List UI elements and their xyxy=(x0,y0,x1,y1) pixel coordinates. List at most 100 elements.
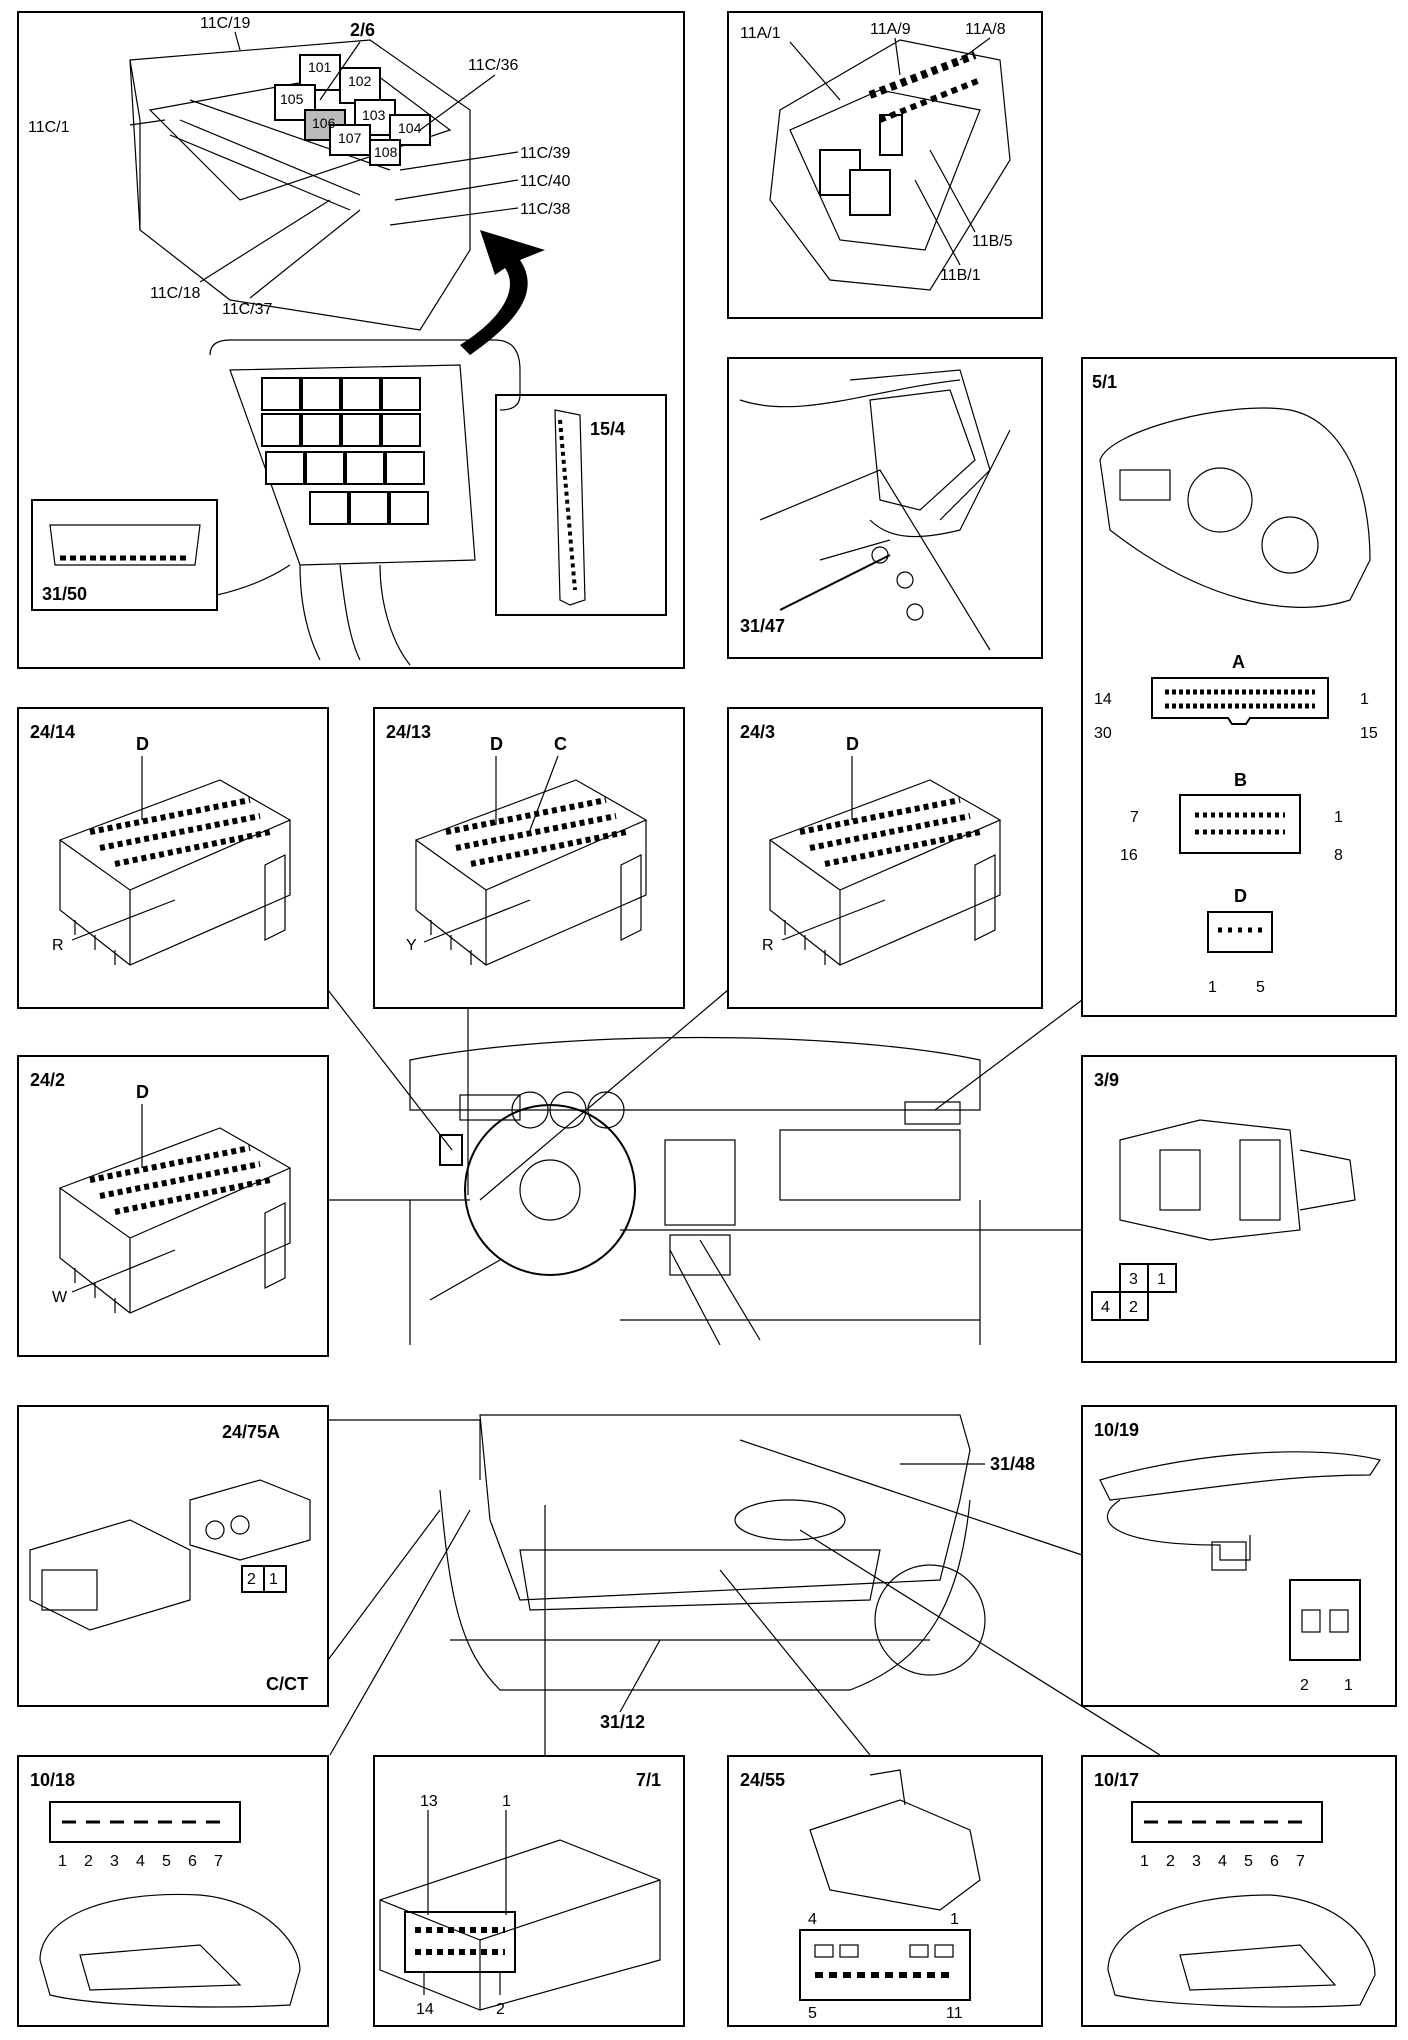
panel-7-1: 7/1 13 1 14 2 xyxy=(373,1755,685,2027)
panel-24-2-title: 24/2 xyxy=(30,1070,65,1090)
pin-a-30: 30 xyxy=(1094,725,1112,742)
panel-24-55: 24/55 4 1 5 11 xyxy=(727,1755,1043,2027)
connector-d xyxy=(1207,911,1273,953)
label-11b-5: 11B/5 xyxy=(972,233,1013,250)
connector-b-title: B xyxy=(1234,770,1247,790)
pin-24-55-1: 1 xyxy=(950,1911,959,1928)
panel-10-19: 10/19 2 1 xyxy=(1081,1405,1397,1707)
label-y: Y xyxy=(406,937,417,954)
pin-10-17-3: 3 xyxy=(1192,1853,1201,1870)
panel-24-13-title: 24/13 xyxy=(386,722,431,742)
panel-10-18-title: 10/18 xyxy=(30,1770,75,1790)
pin-10-18-7: 7 xyxy=(214,1853,223,1870)
panel-5-1-title: 5/1 xyxy=(1092,372,1117,392)
pin-2: 2 xyxy=(1129,1299,1138,1316)
panel-7-1-title: 7/1 xyxy=(636,1770,661,1790)
pin-10-18-2: 2 xyxy=(84,1853,93,1870)
dashboard-illustration xyxy=(409,1036,981,1346)
pin-24-55-11: 11 xyxy=(946,2005,963,2022)
subpanel-15-4: 15/4 xyxy=(495,394,667,616)
pin-b-8: 8 xyxy=(1334,847,1343,864)
label-d: D xyxy=(136,734,149,754)
label-11c-38: 11C/38 xyxy=(520,201,571,218)
subpanel-31-50-title: 31/50 xyxy=(42,584,87,604)
label-31-12: 31/12 xyxy=(600,1712,645,1732)
pin-grid-3-9: 3 1 4 2 xyxy=(1091,1263,1177,1321)
panel-10-17: 10/17 1 2 3 4 5 6 7 xyxy=(1081,1755,1397,2027)
pin-24-55-5: 5 xyxy=(808,2005,817,2022)
label-r: R xyxy=(52,937,64,954)
panel-31-47-title: 31/47 xyxy=(740,616,785,636)
pin-7-1-1: 1 xyxy=(502,1793,511,1810)
label-d-3: D xyxy=(846,734,859,754)
label-105: 105 xyxy=(280,91,304,107)
pin-10-17-4: 4 xyxy=(1218,1853,1227,1870)
pin-10-18-1: 1 xyxy=(58,1853,67,1870)
label-2-6: 2/6 xyxy=(350,20,375,40)
trunk-illustration: 31/48 31/12 xyxy=(439,1414,1035,1732)
leader-lines-trunk xyxy=(327,1419,1161,1756)
connector-7-1 xyxy=(404,1911,516,1973)
label-11a-9: 11A/9 xyxy=(870,21,911,38)
pin-7-1-2: 2 xyxy=(496,2001,505,2018)
label-c: C xyxy=(554,734,567,754)
label-c-ct: C/CT xyxy=(266,1674,308,1694)
label-106: 106 xyxy=(312,115,336,131)
label-11c-39: 11C/39 xyxy=(520,145,571,162)
label-104: 104 xyxy=(398,120,422,136)
panel-24-14-title: 24/14 xyxy=(30,722,75,742)
label-11c-18: 11C/18 xyxy=(150,285,201,302)
pin-10-17-1: 1 xyxy=(1140,1853,1149,1870)
relay-box xyxy=(229,364,476,666)
pin-b-1: 1 xyxy=(1334,809,1343,826)
leader-lines-dash xyxy=(327,989,1083,1231)
label-101: 101 xyxy=(308,59,332,75)
panel-24-3-title: 24/3 xyxy=(740,722,775,742)
fuse-row xyxy=(169,99,391,211)
pins-10-17: 1 2 3 4 5 6 7 xyxy=(1140,1853,1305,1870)
subpanel-31-50: 31/50 xyxy=(31,499,291,611)
pin-1: 1 xyxy=(1157,1271,1166,1288)
label-103: 103 xyxy=(362,107,386,123)
label-d-13: D xyxy=(490,734,503,754)
label-11c-40: 11C/40 xyxy=(520,173,571,190)
pin-24-75a-2: 2 xyxy=(247,1571,256,1588)
panel-24-75a-title: 24/75A xyxy=(222,1422,280,1442)
pin-24-75a-1: 1 xyxy=(269,1571,278,1588)
panel-24-55-title: 24/55 xyxy=(740,1770,785,1790)
label-11c-19: 11C/19 xyxy=(200,15,251,32)
connector-a xyxy=(1151,677,1329,725)
pin-b-7: 7 xyxy=(1130,809,1139,826)
panel-31-47: 31/47 xyxy=(727,357,1043,659)
flip-arrow-icon xyxy=(460,230,545,355)
pin-10-18-6: 6 xyxy=(188,1853,197,1870)
connector-a-title: A xyxy=(1232,652,1245,672)
pin-d-5: 5 xyxy=(1256,979,1265,996)
panel-5-1: 5/1 A 14 1 30 15 B 7 1 16 8 D xyxy=(1081,357,1397,1017)
pin-a-1: 1 xyxy=(1360,691,1369,708)
panel-24-75a: 24/75A 2 1 C/CT xyxy=(17,1405,329,1707)
pin-10-17-6: 6 xyxy=(1270,1853,1279,1870)
panel-fuse-box-11a: 11A/1 11A/9 11A/8 11B/5 11B/1 xyxy=(727,11,1043,319)
panel-10-19-title: 10/19 xyxy=(1094,1420,1139,1440)
label-107: 107 xyxy=(338,130,362,146)
pin-a-14: 14 xyxy=(1094,691,1112,708)
instrument-cluster xyxy=(1099,407,1371,608)
label-d-2: D xyxy=(136,1082,149,1102)
subpanel-15-4-title: 15/4 xyxy=(590,419,625,439)
panel-24-2: 24/2 D W xyxy=(17,1055,329,1357)
fuse-strip xyxy=(868,51,982,123)
label-11b-1: 11B/1 xyxy=(940,267,981,284)
label-r-3: R xyxy=(762,937,774,954)
pin-10-19-2: 2 xyxy=(1300,1677,1309,1694)
pin-b-16: 16 xyxy=(1120,847,1138,864)
connector-24-55 xyxy=(799,1929,971,2001)
pin-3: 3 xyxy=(1129,1271,1138,1288)
label-11a-8: 11A/8 xyxy=(965,21,1006,38)
pin-a-15: 15 xyxy=(1360,725,1378,742)
pins-10-18: 1 2 3 4 5 6 7 xyxy=(58,1853,223,1870)
label-31-48: 31/48 xyxy=(990,1454,1035,1474)
label-11c-37: 11C/37 xyxy=(222,301,273,318)
label-11c-36: 11C/36 xyxy=(468,57,519,74)
